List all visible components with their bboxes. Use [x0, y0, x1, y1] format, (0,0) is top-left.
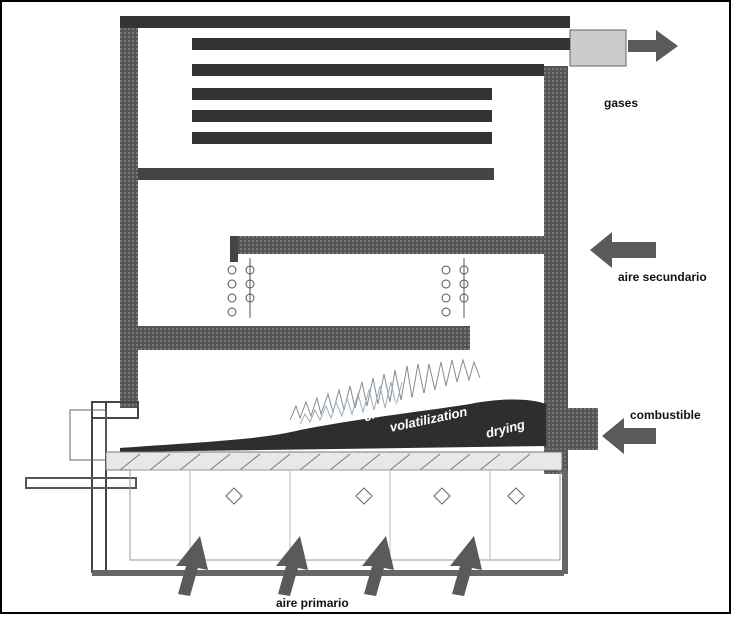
left-wall	[120, 16, 138, 408]
secondary-air-label: aire secundario	[618, 270, 707, 284]
right-wall	[544, 66, 568, 474]
fuel-bed	[120, 399, 548, 452]
grate	[25, 451, 563, 561]
primary-air-arrow	[176, 536, 208, 596]
fuel-inlet	[546, 408, 598, 450]
tube	[192, 110, 492, 122]
flow-arrows	[176, 30, 678, 596]
nozzle	[441, 307, 451, 317]
primary-air-arrow	[276, 536, 308, 596]
flame-outline	[299, 381, 403, 425]
gases-label: gases	[604, 96, 639, 110]
nozzle	[441, 265, 451, 275]
grate-pattern	[119, 453, 531, 471]
exhaust-flue	[569, 29, 627, 67]
nozzle	[227, 293, 237, 303]
lower-baffle	[138, 326, 470, 350]
fuel-label: combustible	[630, 408, 701, 422]
top-wall	[120, 16, 570, 28]
air-valve	[507, 487, 525, 505]
furnace-walls	[69, 16, 570, 576]
primary-air-arrow	[362, 536, 394, 596]
heat-exchanger-tubes	[192, 38, 570, 144]
middle-baffle	[230, 236, 544, 254]
secondary-air-nozzles	[227, 258, 469, 318]
baffles	[138, 168, 544, 350]
air-valve	[433, 487, 451, 505]
ash-chamber	[129, 469, 561, 561]
fuel-arrow	[602, 418, 656, 454]
tube	[192, 38, 570, 50]
air-valve	[225, 487, 243, 505]
bottom-wall	[92, 570, 564, 576]
primary-air-arrow	[450, 536, 482, 596]
air-valve	[355, 487, 373, 505]
nozzle	[227, 265, 237, 275]
nozzle	[441, 279, 451, 289]
secondary-air-arrow	[590, 232, 656, 268]
flames	[289, 358, 481, 425]
drive-rod	[25, 477, 137, 489]
nozzle	[227, 279, 237, 289]
primary-air-label: aire primario	[276, 596, 349, 610]
upper-baffle	[138, 168, 494, 180]
nozzle	[441, 293, 451, 303]
nozzle	[227, 307, 237, 317]
middle-baffle-lip	[230, 236, 238, 262]
tube	[192, 132, 492, 144]
tube	[192, 64, 544, 76]
side-port	[69, 409, 107, 461]
lower-right-wall	[562, 470, 568, 574]
tube	[192, 88, 492, 100]
flame-outline	[289, 358, 481, 421]
exhaust-arrow	[628, 30, 678, 62]
